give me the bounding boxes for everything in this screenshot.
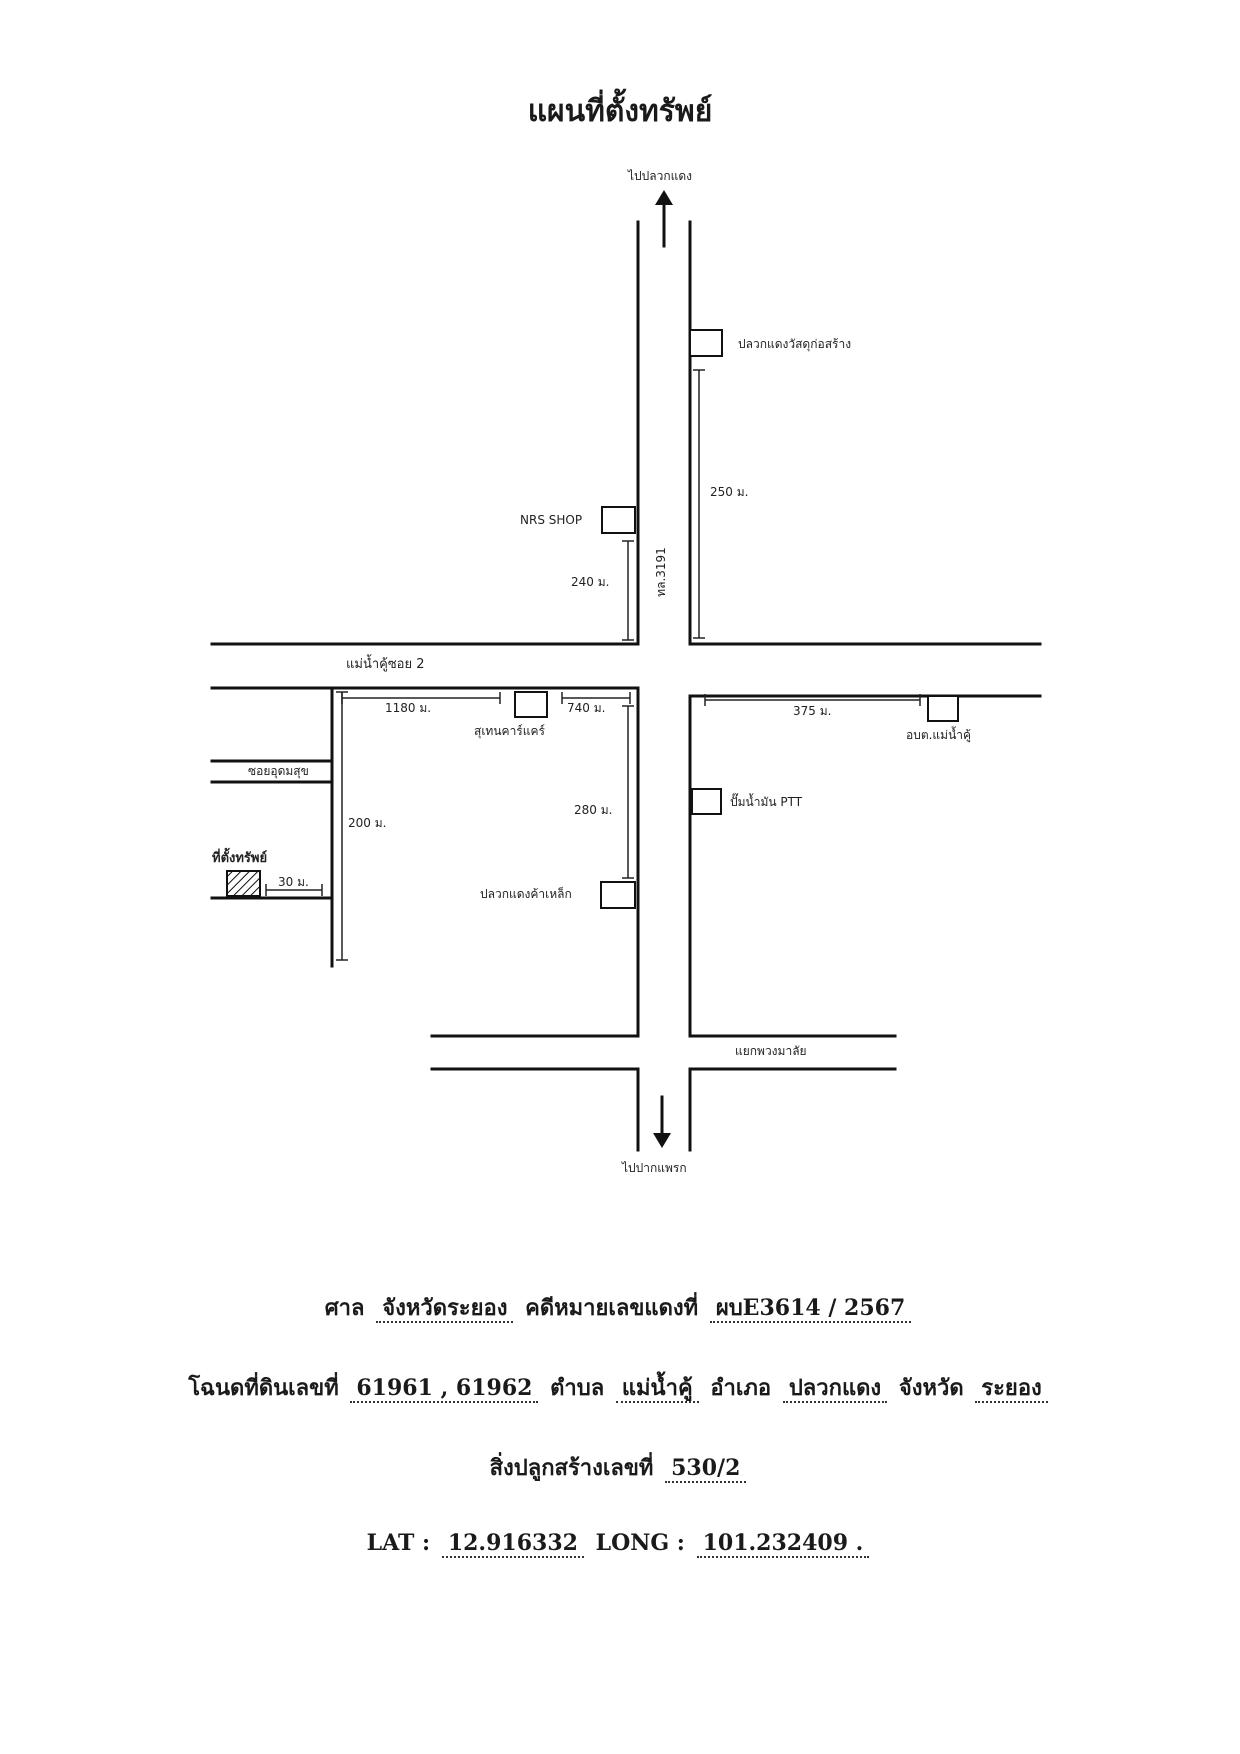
- to-south-label: ไปปากแพรก: [621, 1161, 687, 1175]
- building-label: สิ่งปลูกสร้างเลขที่: [489, 1455, 654, 1481]
- building-value: 530/2: [665, 1455, 747, 1483]
- dim-740-label: 740 ม.: [567, 701, 605, 715]
- long-label: LONG :: [595, 1530, 685, 1556]
- main-road-label: ทล.3191: [654, 547, 668, 597]
- case-label: คดีหมายเลขแดงที่: [525, 1295, 699, 1321]
- coords-line: LAT : 12.916332 LONG : 101.232409 .: [0, 1530, 1240, 1558]
- court-value: จังหวัดระยอง: [376, 1295, 514, 1323]
- province-label: จังหวัด: [898, 1375, 964, 1401]
- abt-maenamkhu-building: [927, 695, 959, 722]
- dim-1180-label: 1180 ม.: [385, 701, 431, 715]
- abt-maenamkhu-label: อบต.แม่น้ำคู้: [906, 726, 971, 743]
- dim-280-label: 280 ม.: [574, 803, 612, 817]
- dim-200-label: 200 ม.: [348, 816, 386, 830]
- north-arrowhead-icon: [655, 190, 673, 205]
- plaukdaeng-steel-label: ปลวกแดงค้าเหล็ก: [480, 886, 572, 901]
- deed-value: 61961 , 61962: [350, 1375, 539, 1403]
- lat-label: LAT :: [366, 1530, 431, 1556]
- province-value: ระยอง: [975, 1375, 1048, 1403]
- road-west-top-label: แม่น้ำคู้ซอย 2: [346, 654, 424, 672]
- nrs-shop-label: NRS SHOP: [520, 513, 582, 527]
- subject-property-label: ที่ตั้งทรัพย์: [212, 847, 267, 866]
- dim-250-label: 250 ม.: [710, 485, 748, 499]
- case-value: ผบE3614 / 2567: [709, 1295, 912, 1323]
- dim-30-label: 30 ม.: [278, 875, 309, 889]
- court-line: ศาล จังหวัดระยอง คดีหมายเลขแดงที่ ผบE361…: [0, 1290, 1240, 1325]
- court-label: ศาล: [324, 1295, 365, 1321]
- nrs-shop-building: [601, 506, 636, 534]
- lat-value: 12.916332: [441, 1530, 584, 1558]
- plaukdaeng-materials-label: ปลวกแดงวัสดุก่อสร้าง: [738, 337, 851, 352]
- dim-240-label: 240 ม.: [571, 575, 609, 589]
- tambon-label: ตำบล: [550, 1375, 605, 1401]
- amphoe-value: ปลวกแดง: [782, 1375, 888, 1403]
- plaukdaeng-steel-building: [600, 881, 636, 909]
- south-junction-label: แยกพวงมาลัย: [735, 1044, 807, 1058]
- subject-property-marker: [226, 870, 261, 897]
- page-title: แผนที่ตั้งทรัพย์: [527, 94, 713, 129]
- tambon-value: แม่น้ำคู้: [615, 1375, 699, 1403]
- south-arrowhead-icon: [653, 1133, 671, 1148]
- amphoe-label: อำเภอ: [710, 1375, 772, 1401]
- building-line: สิ่งปลูกสร้างเลขที่ 530/2: [0, 1450, 1240, 1485]
- dim-375-label: 375 ม.: [793, 704, 831, 718]
- soi-udomsuk-label: ซอยอุดมสุข: [248, 764, 309, 779]
- suthen-carcare-building: [514, 691, 548, 718]
- deed-line: โฉนดที่ดินเลขที่ 61961 , 61962 ตำบล แม่น…: [0, 1370, 1240, 1405]
- ptt-station-building: [691, 788, 722, 815]
- plaukdaeng-materials-building: [689, 329, 723, 357]
- long-value: 101.232409 .: [696, 1530, 870, 1558]
- suthen-carcare-label: สุเทนคาร์แคร์: [474, 724, 546, 739]
- ptt-station-label: ปั๊มน้ำมัน PTT: [730, 793, 803, 809]
- to-north-label: ไปปลวกแดง: [627, 169, 692, 183]
- deed-label: โฉนดที่ดินเลขที่: [188, 1375, 339, 1401]
